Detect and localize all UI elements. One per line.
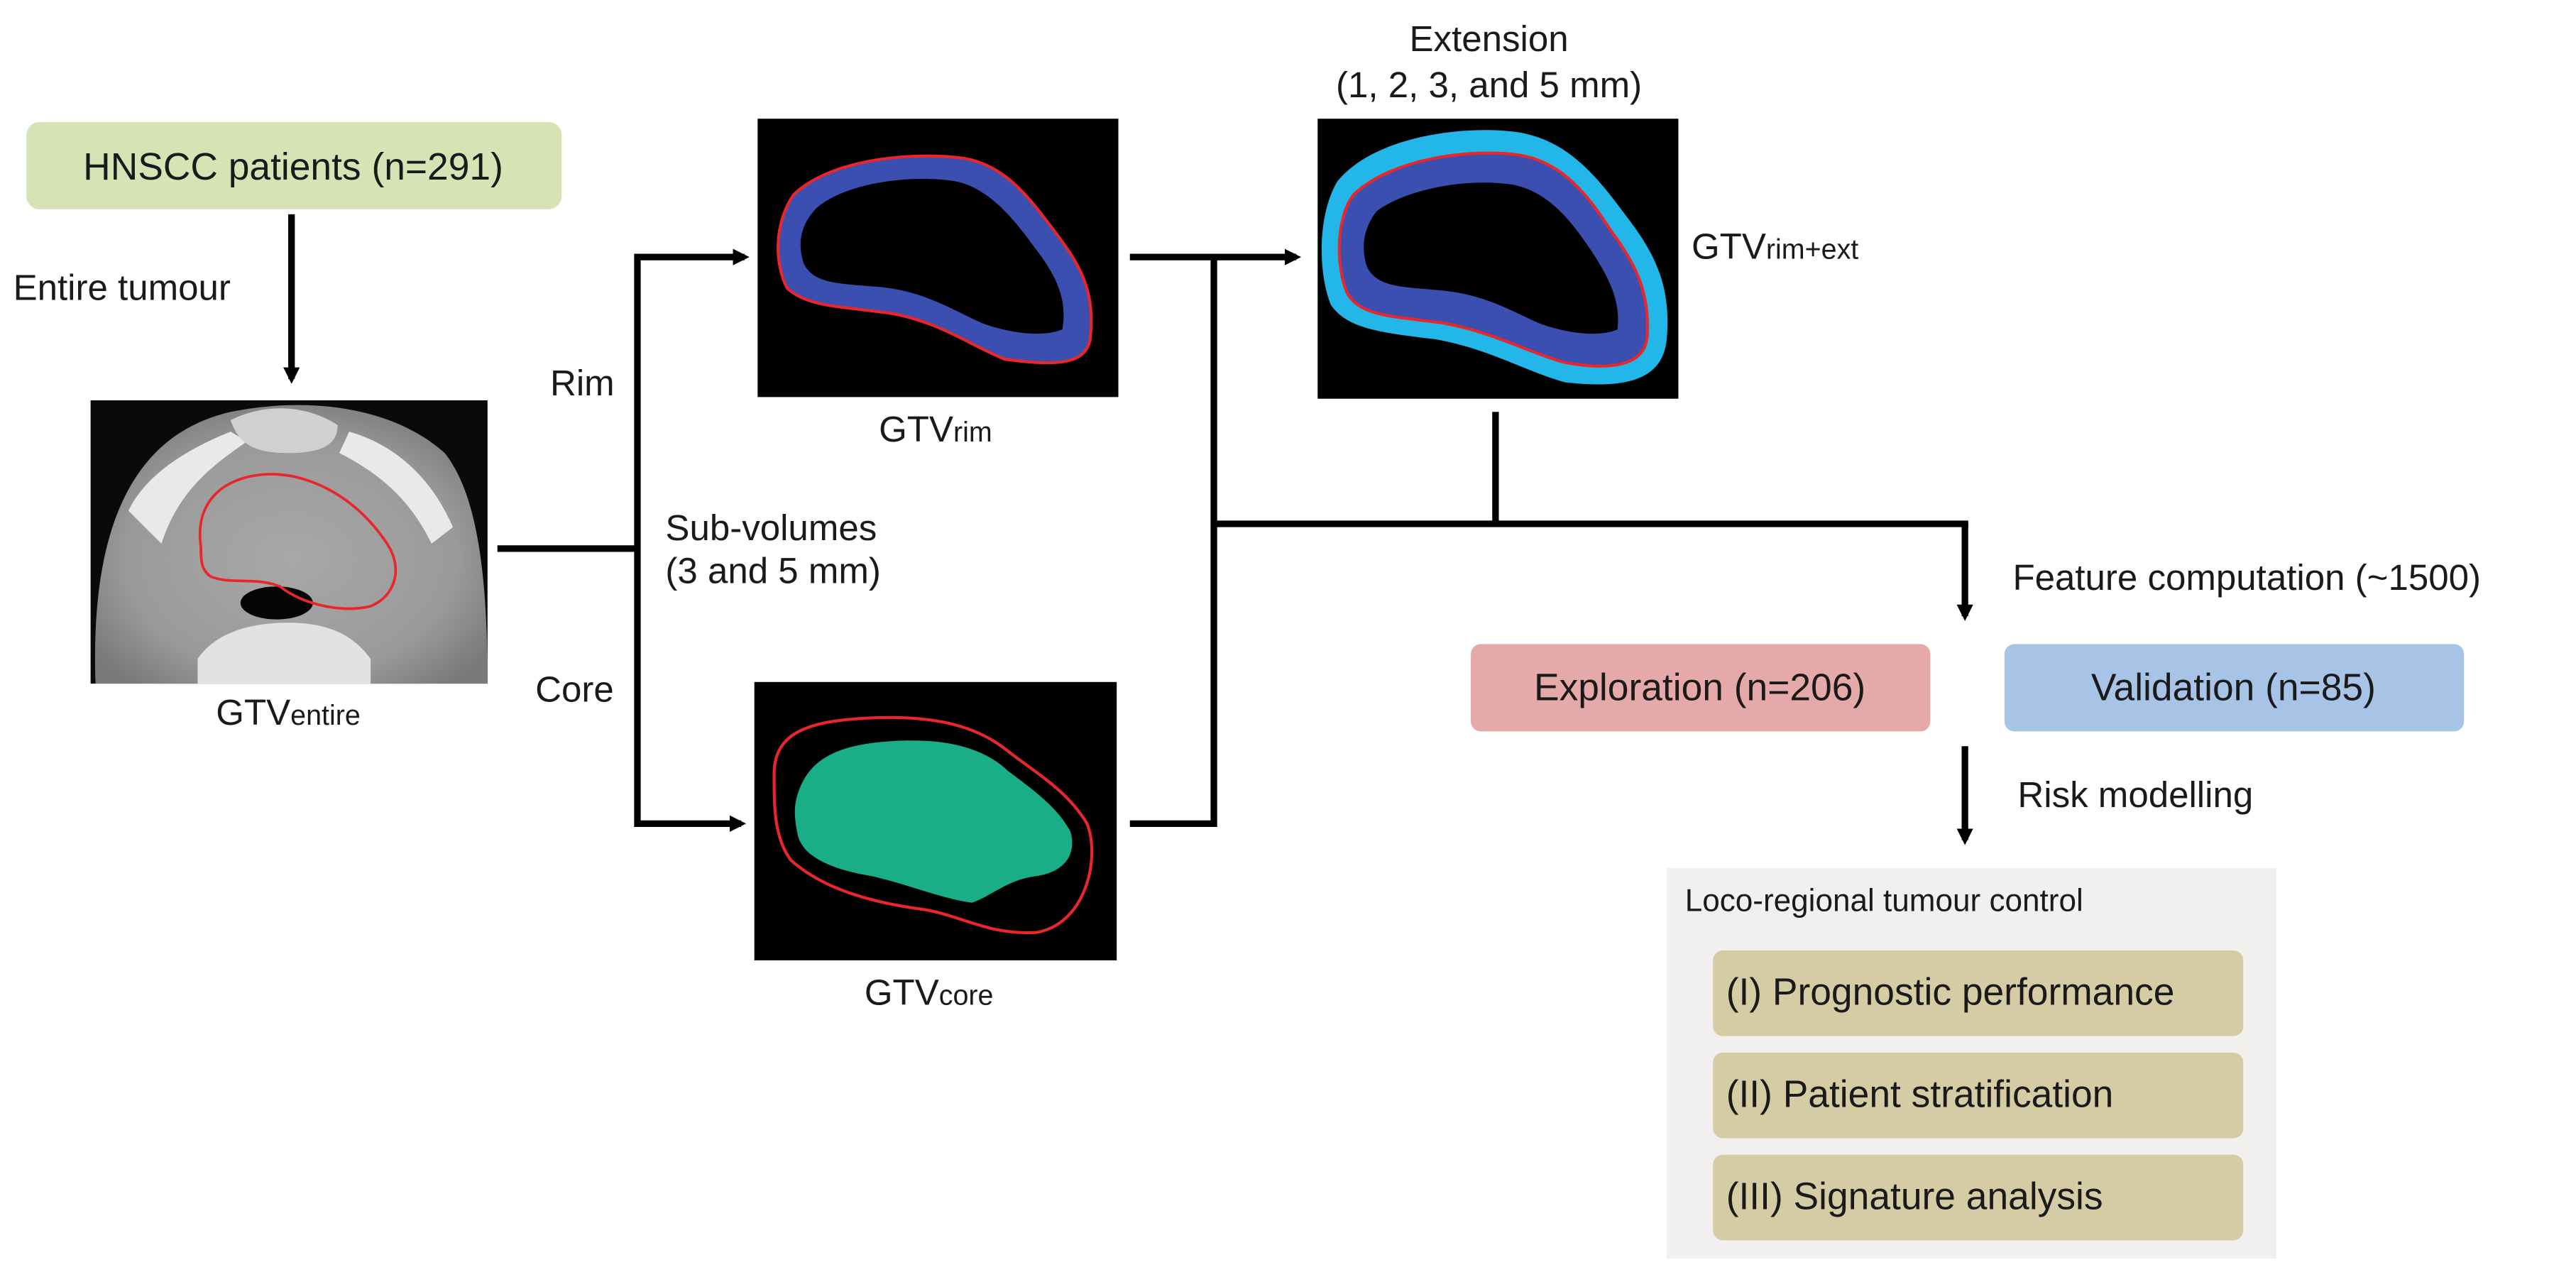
gtv-core-label: GTVcore [865,972,994,1013]
patients-box-bg [26,121,562,209]
gtv-rim-label: GTVrim [879,409,992,449]
outcome-item-2: (II) Patient stratification [1726,1073,2114,1115]
ct-scan-image [90,400,488,684]
core-label: Core [535,669,614,710]
core-mask-image [754,681,1117,960]
subvolumes-label-1: Sub-volumes [665,508,877,548]
validation-box-bg [2004,644,2465,732]
gtv-rim-ext-label: GTVrim+ext [1692,226,1858,266]
outcome-panel: Loco-regional tumour control (I) Prognos… [1667,867,2276,1259]
outcome-title: Loco-regional tumour control [1685,883,2083,918]
subvolumes-label-2: (3 and 5 mm) [665,551,880,591]
patients-label: HNSCC patients (n=291) [83,146,503,188]
feature-computation-label: Feature computation (~1500) [2012,557,2481,598]
patients-box: HNSCC patients (n=291) [26,121,562,209]
entire-tumour-label: Entire tumour [13,267,231,307]
validation-box: Validation (n=85) [2004,644,2465,732]
extension-label-1: Extension [1410,18,1569,59]
ct-contour [198,473,398,610]
outcome-item-bg [1713,1154,2244,1241]
rim-mask-image [757,119,1119,398]
risk-modelling-label: Risk modelling [2017,774,2253,815]
exploration-label: Exploration (n=206) [1534,667,1865,708]
exploration-box-bg [1471,644,1931,732]
outcome-item-bg [1713,1052,2244,1139]
rim-extension-mask-image [1317,119,1679,399]
validation-label: Validation (n=85) [2091,667,2376,708]
exploration-box: Exploration (n=206) [1471,644,1931,732]
outcome-item-3: (III) Signature analysis [1726,1175,2103,1217]
extension-label-2: (1, 2, 3, and 5 mm) [1336,65,1642,105]
outcome-item-1: (I) Prognostic performance [1726,972,2175,1014]
rim-label: Rim [550,363,615,403]
gtv-entire-label: GTVentire [216,692,361,733]
outcome-item-bg [1713,950,2244,1036]
